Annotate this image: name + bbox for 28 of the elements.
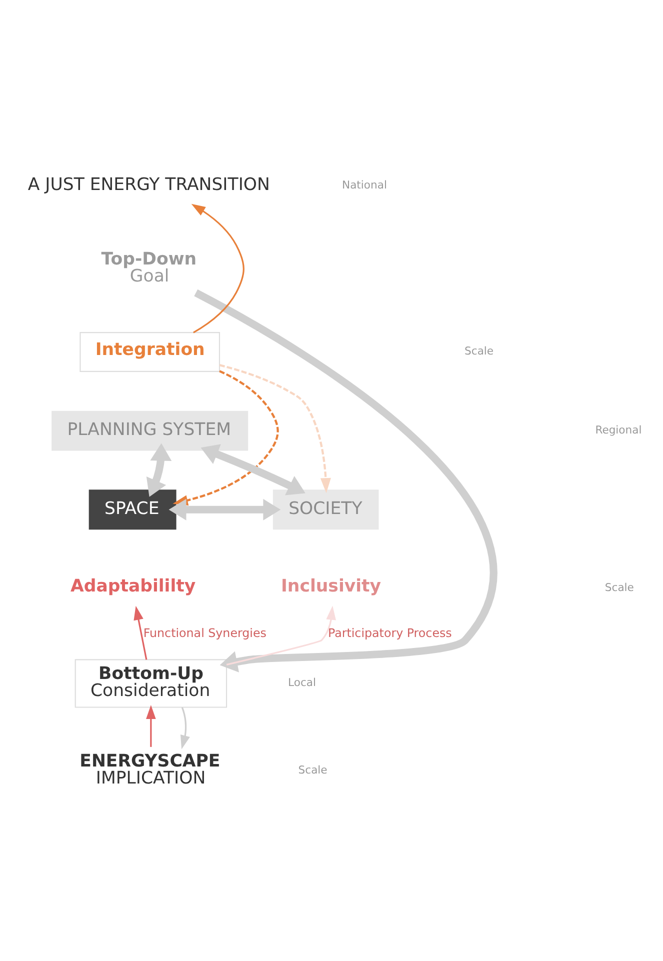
node-box: SPACE — [88, 490, 176, 530]
arrow — [146, 443, 172, 497]
arrow — [219, 364, 331, 494]
label: Scale — [298, 764, 328, 777]
node-box: SOCIETY — [272, 490, 379, 530]
edge-label: Functional Synergies — [143, 626, 266, 640]
arrow — [191, 204, 244, 334]
node-text: A JUST ENERGY TRANSITION — [28, 174, 270, 195]
node-box: Integration — [80, 332, 220, 372]
label: Scale — [464, 344, 494, 358]
label: Scale — [604, 581, 634, 594]
arrow — [168, 498, 281, 520]
node-text: Adaptabililty — [70, 576, 196, 596]
label: National — [342, 178, 387, 192]
arrow — [194, 289, 498, 672]
node-box: PLANNING SYSTEM — [52, 410, 248, 451]
edge-label: Participatory Process — [328, 626, 452, 640]
arrow — [200, 444, 306, 496]
label: Regional — [595, 424, 642, 437]
arrow — [146, 704, 156, 747]
node-box: Bottom-Up Consideration — [74, 659, 228, 708]
node-text: Top-Down Goal — [101, 249, 197, 287]
label: Local — [288, 676, 316, 690]
arrow — [180, 707, 190, 750]
arrow — [134, 606, 148, 660]
arrow — [226, 606, 336, 666]
node-text: ENERGYSCAPE IMPLICATION — [80, 751, 220, 789]
node-text: Inclusivity — [281, 576, 382, 596]
